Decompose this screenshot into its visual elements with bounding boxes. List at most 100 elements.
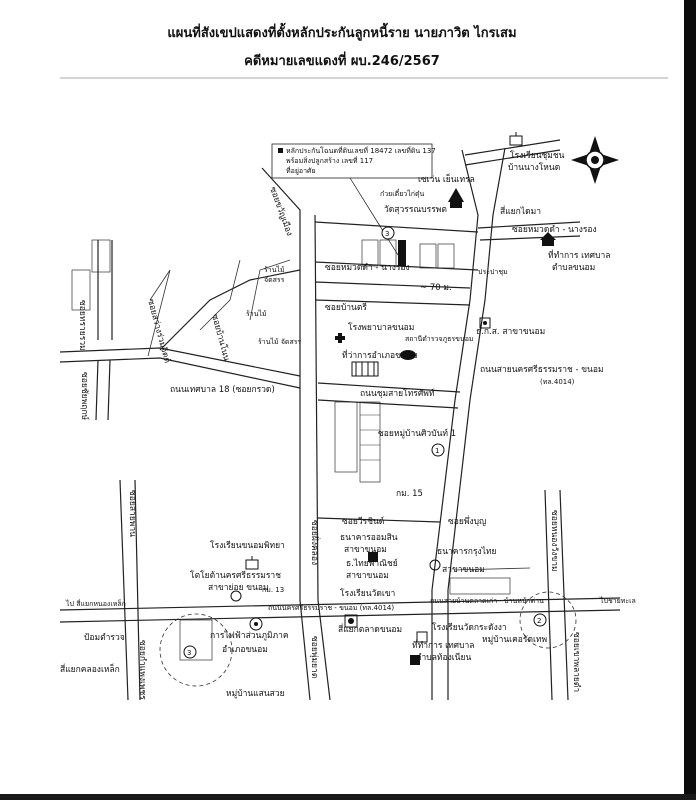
label-si-yaek-left: สี่แยกคลองเหล็ก	[60, 663, 120, 675]
road-label-khamphaeng: ซอยกำแพงเพชร	[137, 640, 147, 700]
label-gsb-sub: สาขาขนอม	[344, 545, 387, 555]
road-west-thetsaban18-b	[59, 357, 301, 389]
road-band4	[317, 382, 461, 393]
label-scb-sub: สาขาขนอม	[346, 571, 389, 581]
building-row-bottom	[179, 577, 511, 661]
label-seven-eleven: เซเว่น เย็นเทรล	[418, 173, 475, 185]
road-label-phumyat: ซอยพุ่มยาด	[309, 636, 319, 678]
road-west-thetsaban18-a	[59, 347, 301, 377]
legend-line-1: หลักประกันโฉนดที่ดินเลขที่ 18472 เลขที่ด…	[286, 146, 436, 155]
road-label-khao-phlai: ซอยเขาพลายดำ	[571, 632, 581, 692]
label-thet-office: ที่ทำการ เทศบาล	[548, 249, 610, 261]
road-west-soi2	[199, 259, 241, 331]
label-ktb: ธนาคารกรุงไทย	[437, 546, 497, 557]
gas-station-icon	[230, 590, 242, 602]
label-pmq: ประปาชุม	[478, 268, 508, 276]
label-si-yaek-top: สี่แยกไดมา	[500, 205, 541, 217]
marker-2-label: 2	[537, 617, 541, 625]
highway-4014-bottom	[59, 609, 621, 623]
map-title: แผนที่สังเขปแสดงที่ตั้งหลักประกันลูกหนี้…	[167, 26, 517, 41]
label-bank-baac: ธ.ก.ส. สาขาขนอม	[476, 327, 545, 337]
marker-3b-icon	[183, 645, 197, 659]
road-se-soi	[454, 567, 531, 571]
temple-icon	[448, 188, 464, 208]
road-label-jimmy-center: ซอยหมวดดำ - นางรอง	[325, 263, 410, 273]
road-label-khanom-nakhon: ถนนนครศรีธรรมราช - ขนอม (ทล.4014)	[268, 604, 394, 612]
case-number: คดีหมายเลขแดงที่ ผบ.246/2567	[244, 54, 440, 69]
ktb-icon	[429, 559, 441, 571]
road-west-soi1	[147, 269, 171, 357]
building-row-mid	[334, 401, 381, 483]
label-dist-70: ~ 70 ม.	[420, 283, 452, 293]
road-band3	[314, 299, 471, 306]
road-label-to-nakhon: ไป สี่แยกหนองเหล็ก	[65, 599, 126, 608]
gsb-icon	[368, 552, 378, 562]
label-thet-office-sub: ตำบลขนอม	[552, 263, 595, 273]
road-label-khwan-muang: ซอยขวัญเมือง	[267, 185, 295, 237]
road-se-b	[559, 489, 569, 701]
road-east-a	[477, 221, 581, 229]
road-label-ban-tree: ซอยบ้านตรี	[325, 302, 367, 313]
road-west-vert-c	[95, 359, 99, 421]
road-label-km-4014: (ทล.4014)	[540, 378, 575, 386]
road-sw-a	[119, 479, 129, 701]
label-house1-sub: จัดสรร	[264, 276, 285, 284]
road-label-mu-ban: ซอยหมู่บ้านศิวบันท์ 1	[378, 428, 456, 439]
road-band5	[317, 399, 459, 409]
label-village-bottom: หมู่บ้านเคอรัดเทพ	[482, 634, 547, 645]
label-pea: การไฟฟ้าส่วนภูมิภาค	[210, 630, 289, 641]
road-east-b	[479, 235, 581, 241]
label-ktb-sub: สาขาขนอม	[442, 565, 485, 575]
legend-line-3: ที่อยู่อาศัย	[286, 166, 316, 175]
label-village15: กม. 15	[396, 489, 423, 499]
label-si-yaek-market: สี่แยกตลาดขนอม	[338, 623, 402, 635]
label-pea-sub: อำเภอขนอม	[222, 645, 268, 655]
label-house2: ร้านไม้	[246, 309, 267, 318]
road-se-a	[544, 489, 553, 701]
road-label-to-khanom: ไปชายทะเล	[599, 596, 636, 605]
label-house1: ร้านไม้	[264, 265, 285, 274]
road-central-south-left	[299, 599, 311, 701]
road-label-sai-ruam: ซอยทรายรวม	[77, 300, 87, 351]
road-label-nong-wang: ซอยหนองวังขาม	[549, 510, 559, 572]
building-row-top	[361, 239, 455, 269]
legend-swatch-icon	[278, 148, 283, 153]
scan-edge-bottom	[0, 794, 696, 800]
road-label-ban-non: ซอยบ้านโนน	[209, 313, 232, 362]
school-top-icon	[509, 132, 523, 146]
label-police: สถานีตำรวจภูธรขนอม	[405, 335, 474, 343]
road-top-b	[464, 149, 561, 166]
marker-1-icon	[431, 443, 445, 457]
label-gsb: ธนาคารออมสิน	[340, 533, 398, 543]
bank-baac-icon	[479, 317, 491, 329]
legend-box	[271, 143, 433, 179]
road-label-jimmy: ซอยหมวดดำ - นางรอง	[512, 225, 597, 235]
label-gas-khanom: โตโยต้านครศรีธรรมราช	[190, 570, 281, 581]
road-band1-bot	[314, 261, 479, 271]
highway-4014-top	[59, 597, 621, 611]
label-hospital: โรงพยาบาลขนอม	[348, 322, 414, 333]
label-wat: วัดสุวรรณบรรพต	[384, 205, 447, 215]
label-thet-office2: ที่ทำการ เทศบาล	[412, 639, 474, 651]
highlight-circle-right	[519, 591, 577, 649]
label-kuay-tiew: ก๋วยเตี๋ยวไก่ตุ๋น	[380, 189, 425, 198]
road-band2	[314, 281, 471, 289]
label-scb: ธ.ไทยพาณิชย์	[346, 558, 398, 569]
label-school-top: โรงเรียนชุมชน	[510, 150, 565, 161]
road-label-thetsaban18: ถนนเทศบาล 18 (ซอยกรวด)	[170, 385, 275, 395]
marker-1-label: 1	[435, 447, 439, 455]
road-west-diagonal	[159, 269, 301, 351]
marker-2-icon	[533, 613, 547, 627]
road-central-left-edge	[261, 167, 301, 600]
label-school-top-sub: บ้านนางโหนด	[508, 162, 560, 173]
label-school-mid: โรงเรียนขนอมพิทยา	[210, 540, 285, 551]
school-wat-icon	[344, 614, 358, 628]
road-label-nakhon-sri: ถนนสายนครศรีธรรมราช - ขนอม	[480, 364, 604, 375]
road-label-wirot: ซอยวีรชินต์	[342, 516, 384, 527]
road-label-sai-phan: ซอยสายพาน	[127, 490, 137, 537]
road-label-chum-sai: ถนนชุมสายโทรศัพท์	[360, 388, 435, 399]
label-district-office: ที่ว่าการอำเภอขนอม	[342, 349, 417, 361]
road-band6	[317, 517, 441, 523]
govt-office-icon	[540, 232, 556, 246]
